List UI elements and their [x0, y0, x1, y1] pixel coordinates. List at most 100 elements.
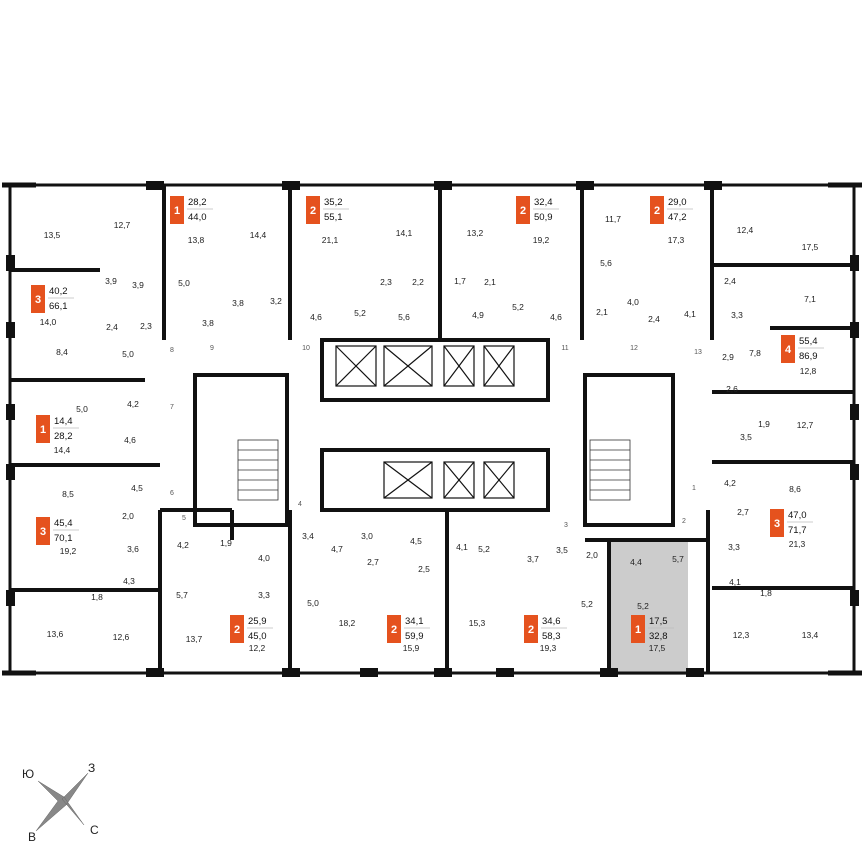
- room-area-label: 12,2: [249, 643, 266, 653]
- total-area: 58,3: [542, 631, 561, 642]
- room-area-label: 2,5: [418, 564, 430, 574]
- room-count-badge: [770, 509, 784, 537]
- room-area-label: 5,2: [512, 302, 524, 312]
- room-count-badge: [650, 196, 664, 224]
- living-area: 34,1: [405, 616, 424, 627]
- room-area-label: 15,3: [469, 618, 486, 628]
- room-area-label: 2,1: [596, 307, 608, 317]
- apartment-badge-a9[interactable]: 347,071,7: [770, 509, 813, 537]
- room-area-label: 12,8: [800, 366, 817, 376]
- room-area-label: 13,4: [802, 630, 819, 640]
- apartment-badge-a12[interactable]: 234,658,3: [524, 615, 567, 643]
- room-area-label: 11,7: [605, 214, 621, 224]
- room-area-label: 4,1: [684, 309, 696, 319]
- room-area-label: 4,0: [627, 297, 639, 307]
- room-area-label: 3,5: [556, 545, 568, 555]
- room-area-label: 3,9: [132, 280, 144, 290]
- compass-label-north: С: [90, 823, 99, 837]
- apartment-door-number: 4: [298, 501, 302, 508]
- apartment-badge-a1[interactable]: 128,244,0: [170, 196, 213, 224]
- room-area-label: 15,9: [403, 643, 420, 653]
- room-area-label: 4,2: [127, 399, 139, 409]
- room-area-label: 7,8: [749, 348, 761, 358]
- room-area-label: 21,1: [322, 235, 339, 245]
- room-count: 2: [234, 624, 240, 636]
- room-area-label: 13,7: [186, 634, 203, 644]
- apartment-badge-a11[interactable]: 234,159,9: [387, 615, 430, 643]
- room-area-label: 1,8: [91, 592, 103, 602]
- apartment-badges: 128,244,0235,255,1232,450,9229,047,2340,…: [31, 196, 824, 643]
- apartment-badge-a4[interactable]: 2 29,0 47,2: [650, 196, 693, 224]
- total-area: 55,1: [324, 212, 343, 223]
- living-area: 55,4: [799, 336, 818, 347]
- room-area-label: 2,7: [737, 507, 749, 517]
- room-count-badge: [387, 615, 401, 643]
- room-area-label: 5,7: [176, 590, 188, 600]
- living-area: 32,4: [534, 197, 553, 208]
- apartment-badge-a8[interactable]: 345,470,1: [36, 517, 79, 545]
- room-area-label: 2,3: [380, 277, 392, 287]
- total-area: 59,9: [405, 631, 424, 642]
- room-area-label: 5,2: [637, 601, 649, 611]
- room-count: 3: [40, 526, 46, 538]
- apartment-badge-a7[interactable]: 114,428,2: [36, 415, 79, 443]
- room-area-label: 2,0: [586, 550, 598, 560]
- room-area-label: 5,6: [600, 258, 612, 268]
- room-area-label: 5,2: [354, 308, 366, 318]
- room-count-badge: [781, 335, 795, 363]
- total-area: 28,2: [54, 431, 73, 442]
- room-area-label: 3,4: [302, 531, 314, 541]
- living-area: 29,0: [668, 197, 687, 208]
- room-area-label: 19,2: [60, 546, 77, 556]
- apartment-badge-a3[interactable]: 232,450,9: [516, 196, 559, 224]
- room-area-label: 1,7: [454, 276, 466, 286]
- apartment-door-number: 5: [182, 515, 186, 522]
- apartment-door-number: 1: [692, 485, 696, 492]
- room-area-label: 14,4: [250, 230, 267, 240]
- room-area-label: 3,8: [232, 298, 244, 308]
- total-area: 44,0: [188, 212, 207, 223]
- room-area-label: 2,6: [726, 384, 738, 394]
- room-area-label: 19,2: [533, 235, 550, 245]
- stairs: [237, 439, 631, 501]
- room-count: 4: [785, 344, 792, 356]
- room-area-label: 5,0: [122, 349, 134, 359]
- room-area-label: 4,2: [177, 540, 189, 550]
- apartment-badge-a5[interactable]: 340,266,1: [31, 285, 74, 313]
- total-area: 66,1: [49, 301, 68, 312]
- elevator-shafts: [335, 345, 515, 499]
- room-area-label: 5,0: [178, 278, 190, 288]
- room-area-label: 12,6: [113, 632, 130, 642]
- total-area: 50,9: [534, 212, 553, 223]
- room-area-label: 3,3: [731, 310, 743, 320]
- apartment-badge-a6[interactable]: 455,486,9: [781, 335, 824, 363]
- apartment-badge-a13[interactable]: 117,532,8: [631, 615, 674, 643]
- room-area-label: 2,7: [367, 557, 379, 567]
- living-area: 40,2: [49, 286, 68, 297]
- apartment-door-number: 9: [210, 345, 214, 352]
- room-area-label: 8,4: [56, 347, 68, 357]
- room-area-label: 4,9: [472, 310, 484, 320]
- room-area-label: 4,4: [630, 557, 642, 567]
- room-area-label: 2,0: [122, 511, 134, 521]
- apartment-badge-a10[interactable]: 225,945,0: [230, 615, 273, 643]
- room-area-label: 8,6: [789, 484, 801, 494]
- room-area-label: 2,4: [724, 276, 736, 286]
- room-area-label: 4,3: [123, 576, 135, 586]
- total-area: 47,2: [668, 212, 687, 223]
- room-area-label: 13,5: [44, 230, 61, 240]
- room-area-label: 12,3: [733, 630, 750, 640]
- room-area-label: 5,7: [672, 554, 684, 564]
- apartment-door-number: 8: [170, 347, 174, 354]
- room-area-label: 12,7: [114, 220, 131, 230]
- apartment-badge-a2[interactable]: 235,255,1: [306, 196, 349, 224]
- room-area-label: 4,6: [124, 435, 136, 445]
- room-count: 2: [654, 205, 660, 217]
- room-area-label: 12,4: [737, 225, 754, 235]
- room-area-label: 3,6: [127, 544, 139, 554]
- room-area-label: 1,8: [760, 588, 772, 598]
- room-area-label: 3,8: [202, 318, 214, 328]
- room-area-label: 14,1: [396, 228, 413, 238]
- outer-walls: [2, 181, 862, 677]
